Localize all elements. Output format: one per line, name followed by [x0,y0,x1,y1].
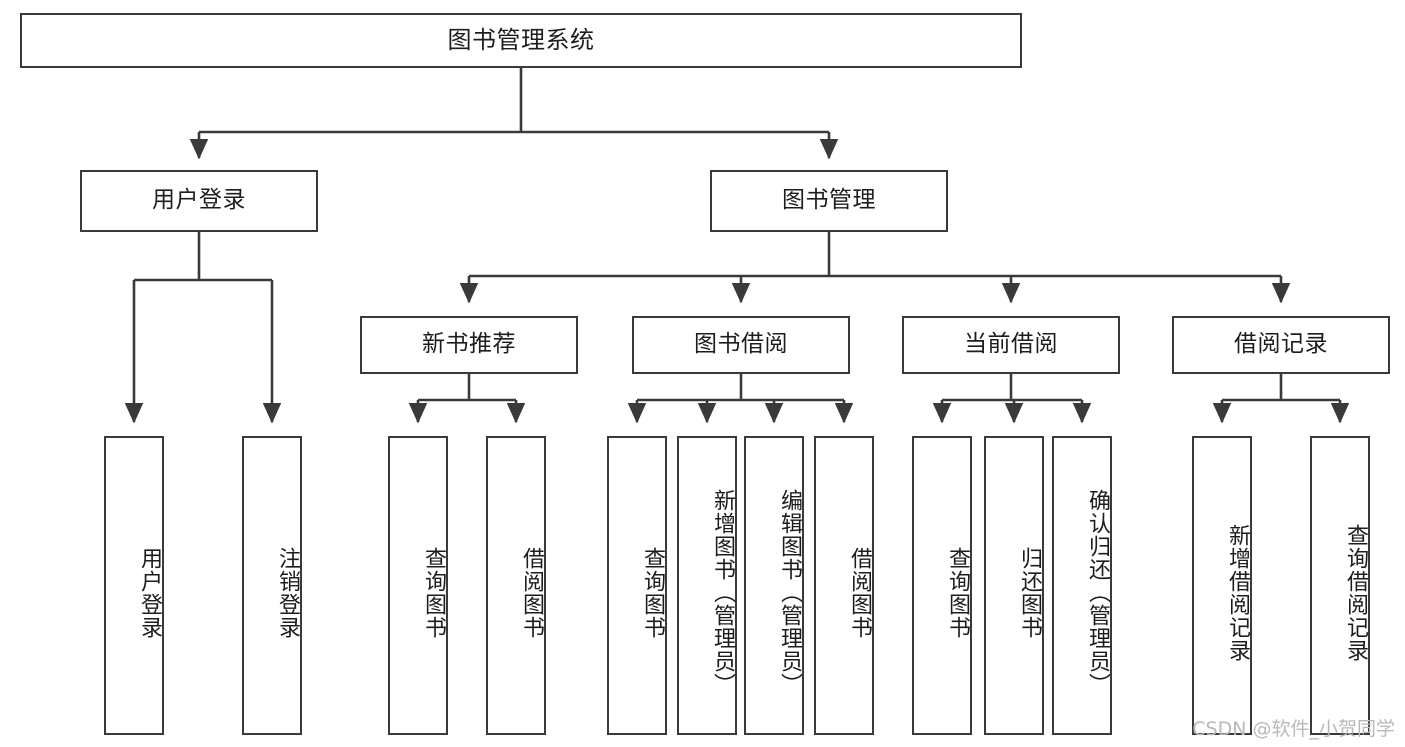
node-leaf-logout[interactable]: 注销登录 [242,436,302,735]
node-leaf-return-book[interactable]: 归还图书 [984,436,1044,735]
node-leaf-query-book-2[interactable]: 查询图书 [607,436,667,735]
node-leaf-add-book[interactable]: 新增图书（管理员） [677,436,737,735]
node-leaf-add-record[interactable]: 新增借阅记录 [1192,436,1252,735]
node-user-login[interactable]: 用户登录 [80,170,318,232]
node-new-book-recommend[interactable]: 新书推荐 [360,316,578,374]
node-leaf-borrow-book-2[interactable]: 借阅图书 [814,436,874,735]
node-borrow-record[interactable]: 借阅记录 [1172,316,1390,374]
node-root[interactable]: 图书管理系统 [20,13,1022,68]
node-leaf-borrow-book-1[interactable]: 借阅图书 [486,436,546,735]
node-book-management[interactable]: 图书管理 [710,170,948,232]
node-leaf-query-book-3[interactable]: 查询图书 [912,436,972,735]
node-current-borrow[interactable]: 当前借阅 [902,316,1120,374]
node-leaf-user-login[interactable]: 用户登录 [104,436,164,735]
node-book-borrow[interactable]: 图书借阅 [632,316,850,374]
csdn-watermark: CSDN @软件_小贺同学 [1192,718,1395,740]
node-leaf-confirm-return[interactable]: 确认归还（管理员） [1052,436,1112,735]
node-leaf-query-record[interactable]: 查询借阅记录 [1310,436,1370,735]
node-leaf-edit-book[interactable]: 编辑图书（管理员） [744,436,804,735]
node-leaf-query-book-1[interactable]: 查询图书 [388,436,448,735]
